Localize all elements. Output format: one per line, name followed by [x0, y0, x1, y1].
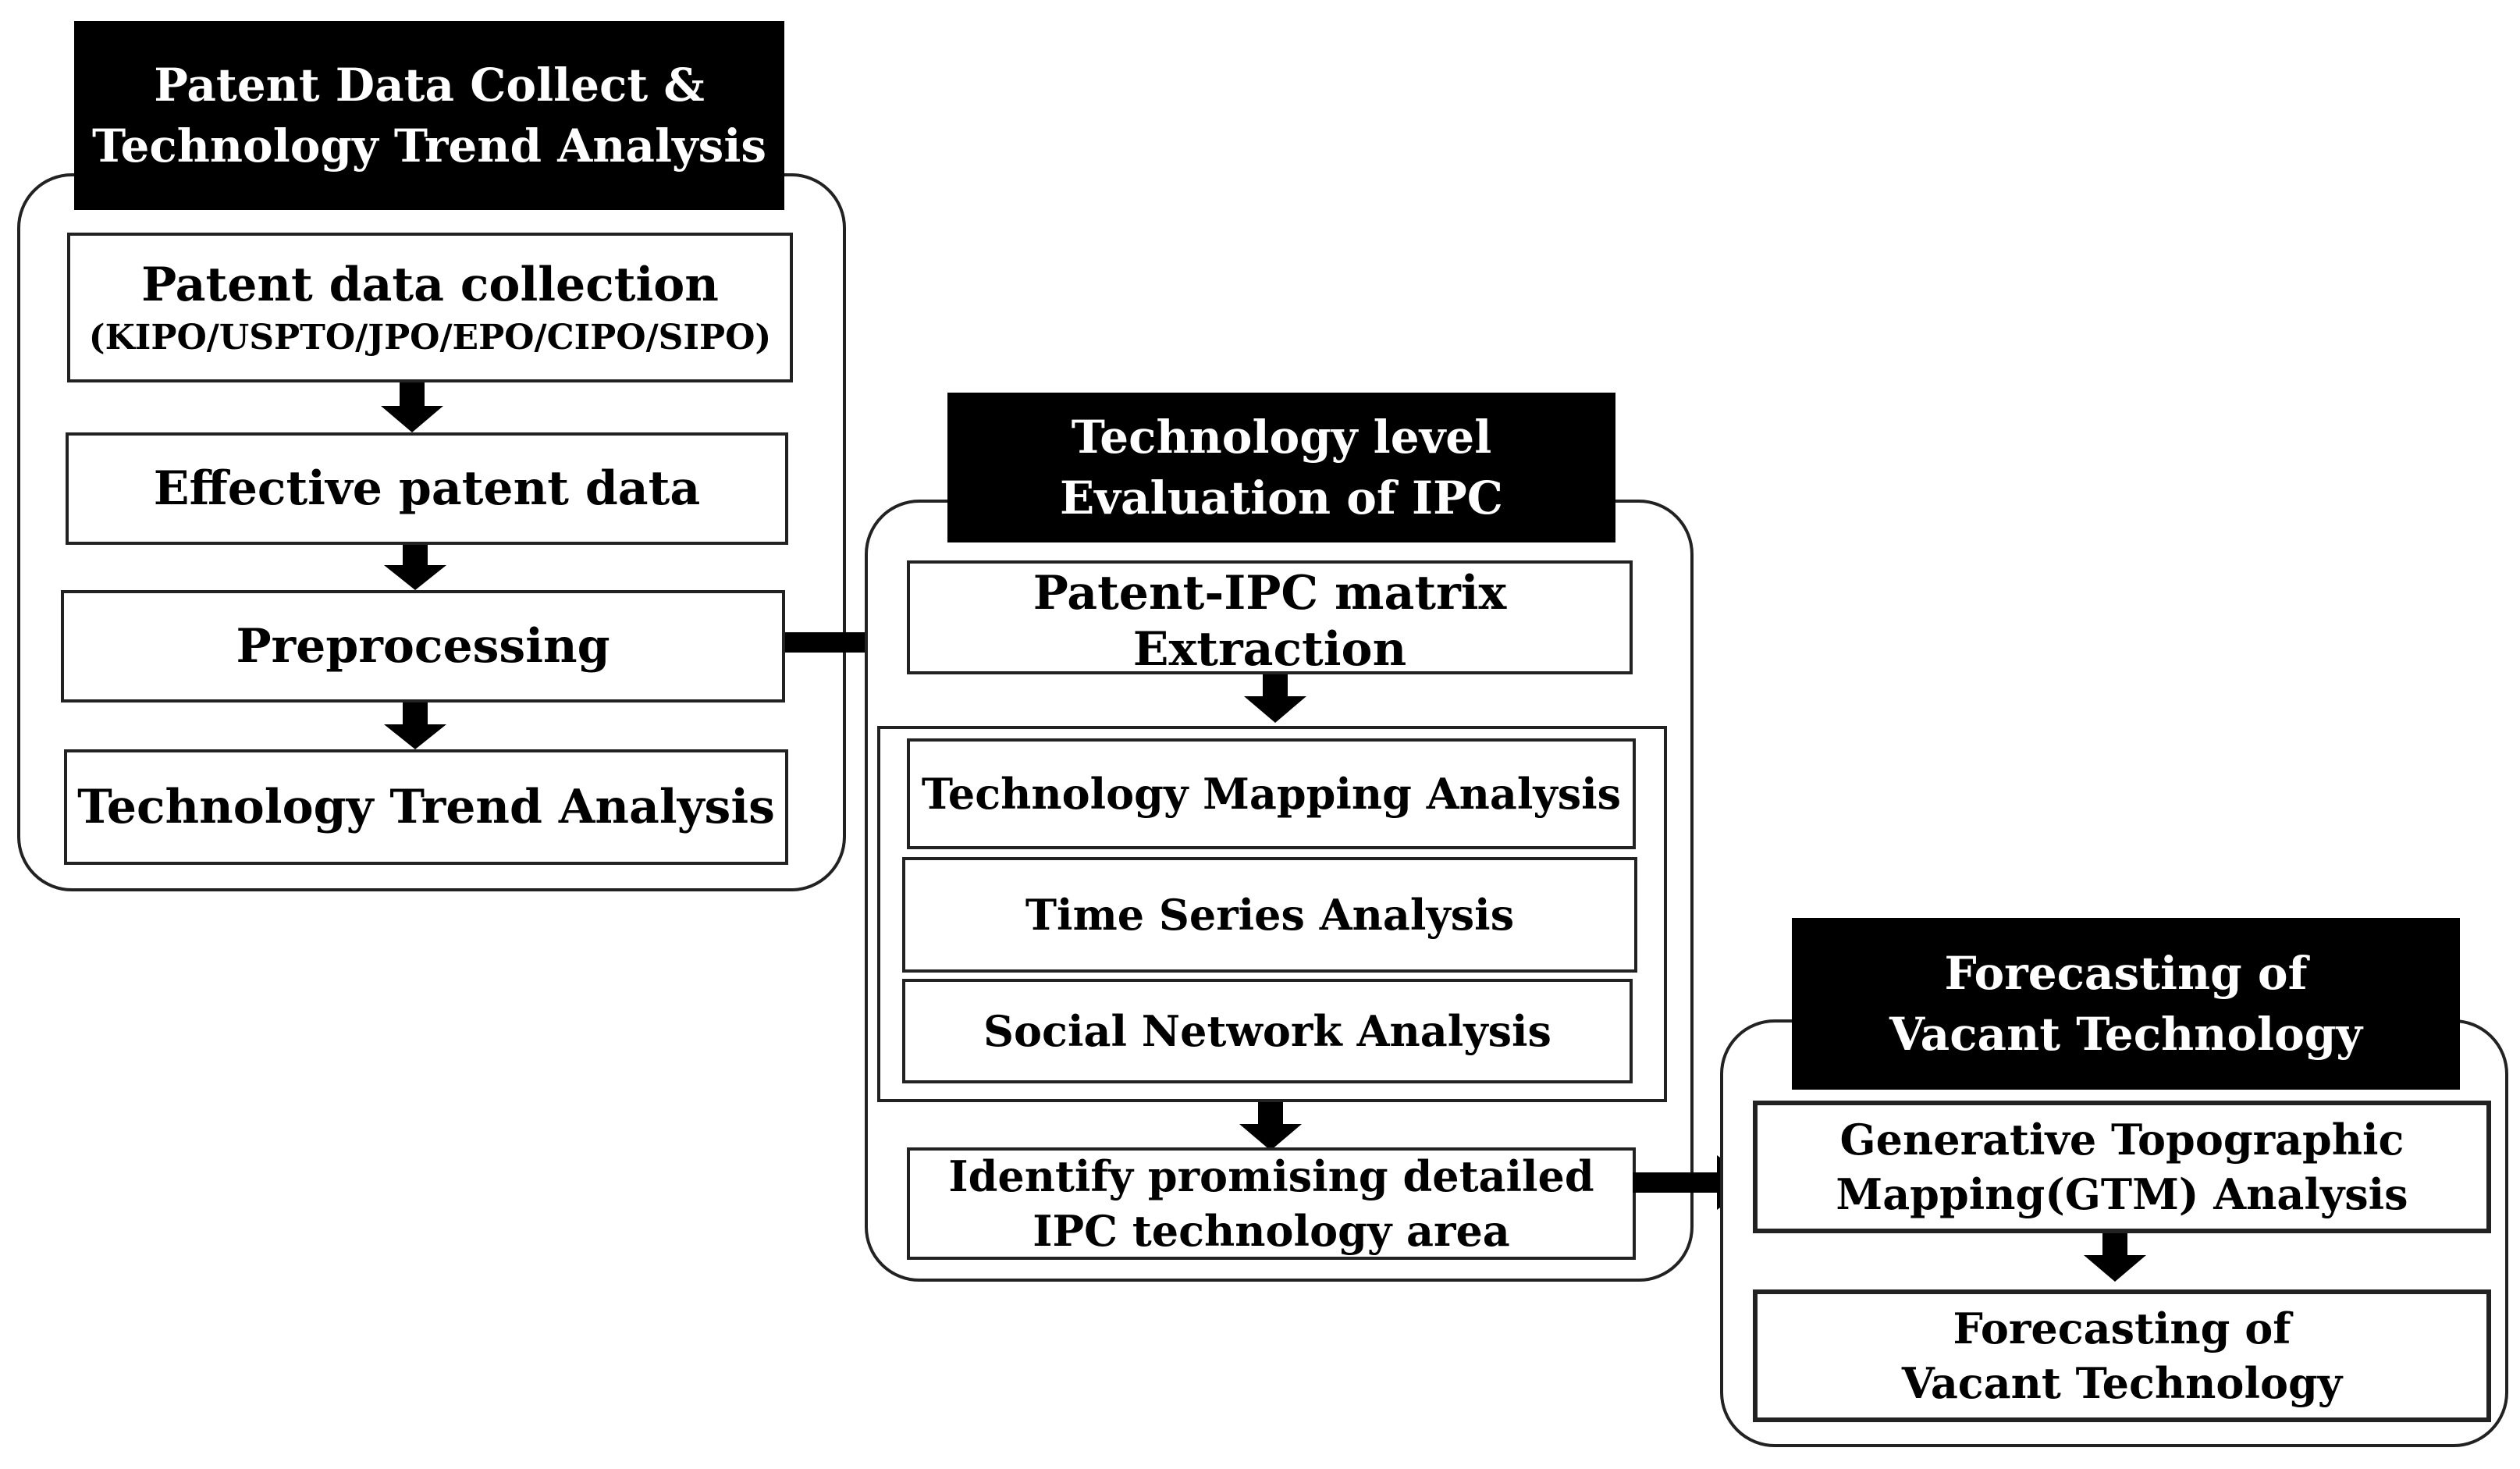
gtm-analysis-line1: Generative Topographic	[1839, 1114, 2404, 1165]
forecasting-vacant-line2: Vacant Technology	[1901, 1358, 2343, 1408]
stage2-header-line1: Technology level	[1071, 410, 1492, 464]
identify-promising-ipc-box: Identify promising detailed IPC technolo…	[907, 1147, 1636, 1260]
stage1-header: Patent Data Collect & Technology Trend A…	[74, 21, 784, 210]
down-arrow-4	[1244, 674, 1306, 723]
preprocessing-box: Preprocessing	[61, 590, 785, 702]
down-arrow-3	[384, 702, 446, 749]
technology-mapping-analysis-box: Technology Mapping Analysis	[907, 738, 1636, 849]
gtm-analysis-line2: Mapping(GTM) Analysis	[1836, 1169, 2408, 1219]
time-series-analysis-label: Time Series Analysis	[1025, 889, 1515, 940]
social-network-analysis-label: Social Network Analysis	[983, 1005, 1551, 1056]
identify-promising-line1: Identify promising detailed	[948, 1151, 1594, 1201]
technology-mapping-analysis-label: Technology Mapping Analysis	[921, 768, 1622, 819]
down-arrow-2	[384, 545, 446, 590]
patent-ipc-matrix-box: Patent-IPC matrix Extraction	[907, 560, 1633, 677]
down-arrow-6	[2084, 1233, 2146, 1282]
forecasting-vacant-technology-box: Forecasting of Vacant Technology	[1753, 1289, 2491, 1422]
stage1-header-line1: Patent Data Collect &	[154, 58, 705, 112]
patent-data-collection-box: Patent data collection (KIPO/USPTO/JPO/E…	[67, 233, 793, 382]
down-arrow-1	[381, 382, 443, 432]
time-series-analysis-box: Time Series Analysis	[902, 857, 1637, 973]
patent-ipc-matrix-line1: Patent-IPC matrix	[1033, 566, 1507, 621]
effective-patent-data-label: Effective patent data	[153, 461, 701, 516]
stage3-header: Forecasting of Vacant Technology	[1792, 918, 2460, 1090]
stage3-header-line1: Forecasting of	[1944, 946, 2308, 1000]
technology-trend-analysis-box: Technology Trend Analysis	[64, 749, 788, 865]
down-arrow-5	[1239, 1102, 1302, 1151]
stage2-header-line2: Evaluation of IPC	[1060, 471, 1503, 525]
technology-trend-analysis-label: Technology Trend Analysis	[77, 780, 775, 834]
stage1-header-line2: Technology Trend Analysis	[91, 119, 767, 173]
stage3-header-line2: Vacant Technology	[1889, 1008, 2363, 1061]
effective-patent-data-box: Effective patent data	[66, 432, 788, 545]
identify-promising-line2: IPC technology area	[1033, 1206, 1510, 1256]
social-network-analysis-box: Social Network Analysis	[902, 979, 1633, 1083]
forecasting-vacant-line1: Forecasting of	[1953, 1303, 2291, 1353]
patent-data-collection-title: Patent data collection	[141, 258, 719, 313]
gtm-analysis-box: Generative Topographic Mapping(GTM) Anal…	[1753, 1101, 2491, 1233]
preprocessing-label: Preprocessing	[236, 619, 610, 674]
patent-ipc-matrix-line2: Extraction	[1132, 622, 1407, 677]
stage2-header: Technology level Evaluation of IPC	[947, 393, 1615, 542]
patent-offices-list: (KIPO/USPTO/JPO/EPO/CIPO/SIPO)	[88, 318, 772, 358]
